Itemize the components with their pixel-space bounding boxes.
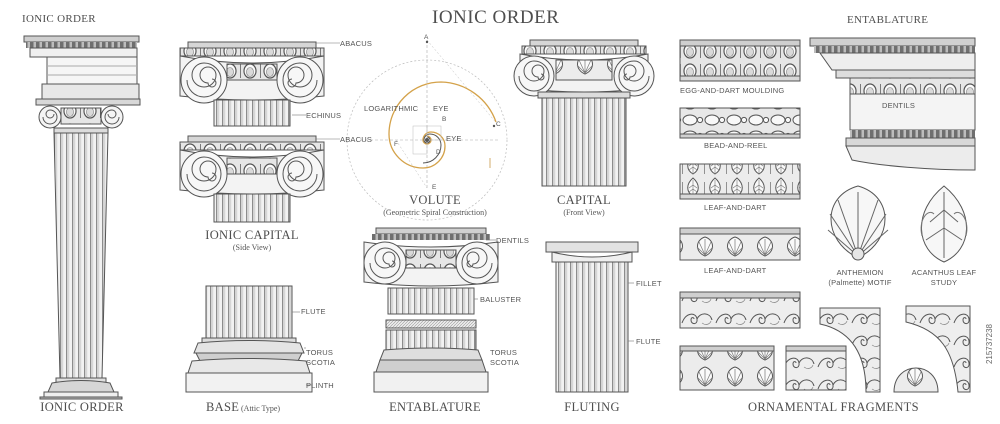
- moulding-label-bead-and-reel: BEAD-AND-REEL: [704, 141, 768, 150]
- volute-point-c: C: [496, 121, 501, 128]
- anthemion-palmette-motif-drawing: [827, 185, 889, 261]
- entablature-label-baluster: BALUSTER: [480, 295, 522, 304]
- entablature-label-dentils: DENTILS: [496, 236, 530, 245]
- volute-caption: VOLUTE: [409, 193, 461, 207]
- base-label-plinth: PLINTH: [306, 381, 334, 390]
- base-label-torus: TORUS: [306, 348, 334, 357]
- volute-subcaption: (Geometric Spiral Construction): [383, 208, 487, 217]
- corner-title-right: ENTABLATURE: [847, 14, 929, 26]
- entablature-caption: ENTABLATURE: [389, 400, 481, 414]
- base-label-scotia: SCOTIA: [306, 358, 336, 367]
- volute-point-e: E: [432, 184, 437, 191]
- bead-and-reel-moulding-strip: [679, 107, 801, 139]
- ornamental-fragments-drawings: [679, 291, 971, 393]
- base-subcaption: (Attic Type): [241, 404, 281, 413]
- egg-and-dart-moulding-strip: [679, 39, 801, 82]
- volute-point-b: B: [442, 116, 447, 123]
- anthemion-label-line2: (Palmette) MOTIF: [828, 278, 892, 287]
- anthemion-label-line1: ANTHEMION: [836, 268, 884, 277]
- capital-front-caption: CAPITAL: [557, 193, 611, 207]
- acanthus-label-line1: ACANTHUS LEAF: [911, 268, 977, 277]
- moulding-label-leaf-and-dart-2: LEAF-AND-DART: [704, 266, 767, 275]
- base-label-flute: FLUTE: [301, 307, 326, 316]
- fluting-label-flute: FLUTE: [636, 337, 661, 346]
- acanthus-label-line2: STUDY: [930, 278, 958, 287]
- volute-label-eye-1: EYE: [433, 104, 449, 113]
- entablature-label-torus: TORUS: [490, 348, 518, 357]
- ionic-column-drawing: [23, 35, 141, 400]
- entablature-label-scotia: SCOTIA: [490, 358, 520, 367]
- base-attic-type-drawing: [185, 285, 313, 393]
- volute-label-eye-2: EYE: [446, 134, 462, 143]
- fluting-caption: FLUTING: [564, 400, 620, 414]
- entablature-corner-label-dentils: DENTILS: [882, 101, 916, 110]
- leaf-and-dart-moulding-strip-2: [679, 227, 801, 261]
- moulding-label-egg-and-dart: EGG-AND-DART MOULDING: [680, 86, 785, 95]
- acanthus-leaf-study-drawing: [920, 185, 968, 263]
- capital-side-subcaption: (Side View): [232, 243, 272, 252]
- volute-point-f: F: [394, 141, 398, 148]
- fluting-label-fillet: FILLET: [636, 279, 662, 288]
- entablature-corner-drawing: [809, 37, 976, 171]
- base-caption: BASE: [206, 400, 240, 414]
- stock-watermark-id: 215737238: [985, 324, 994, 365]
- ornamental-fragments-caption: ORNAMENTAL FRAGMENTS: [748, 400, 919, 414]
- capital-front-subcaption: (Front View): [563, 208, 605, 217]
- moulding-label-leaf-and-dart-1: LEAF-AND-DART: [704, 203, 767, 212]
- capital-side-caption: IONIC CAPITAL: [205, 228, 299, 242]
- volute-label-logarithmic: LOGARITHMIC: [364, 104, 419, 113]
- fluting-column-drawing: [545, 241, 639, 393]
- volute-point-a: A: [424, 34, 429, 41]
- leaf-and-dart-moulding-strip-1: [679, 163, 801, 200]
- volute-spiral-construction-diagram: [346, 39, 508, 221]
- label-abacus-lower: ABACUS: [340, 135, 373, 144]
- entablature-detail-drawing: [363, 227, 499, 393]
- label-abacus-top: ABACUS: [340, 39, 373, 48]
- volute-point-d: D: [436, 149, 441, 156]
- label-echinus: ECHINUS: [306, 111, 342, 120]
- column-caption: IONIC ORDER: [40, 400, 124, 414]
- capital-front-view-drawing: [513, 39, 655, 187]
- corner-title-left: IONIC ORDER: [22, 13, 96, 25]
- main-title: IONIC ORDER: [432, 7, 560, 28]
- ionic-capital-side-view-drawing: [179, 41, 340, 223]
